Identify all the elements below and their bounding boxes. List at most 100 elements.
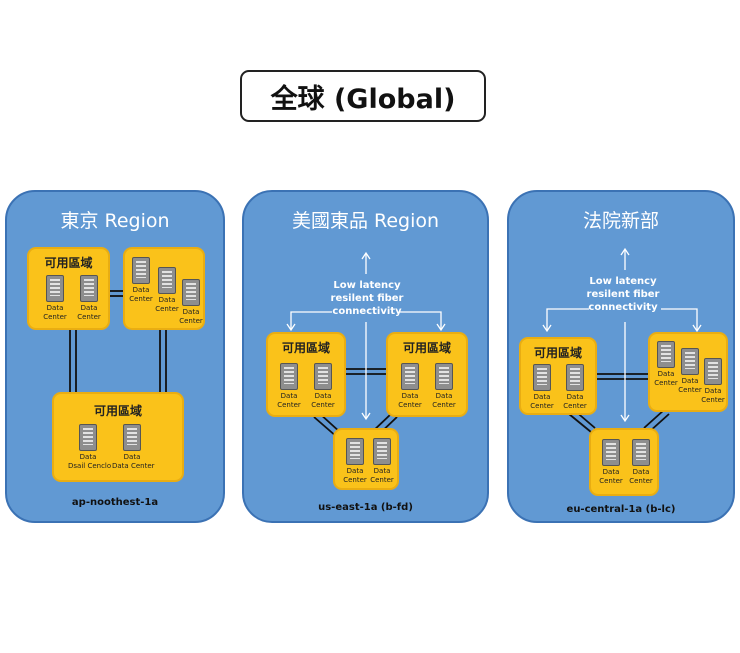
server-icon [123,424,141,451]
dc-label: Center [701,396,725,404]
server-icon [79,424,97,451]
server-icon [46,275,64,302]
dc-label: Center [629,477,653,485]
server-icon [80,275,98,302]
region-title: 美國東品 Region [291,210,440,232]
dc-label: Center [43,313,67,321]
zone-label: 可用區域 [533,346,582,360]
zone-label: 可用區域 [44,256,93,270]
server-icon [533,364,551,391]
server-icon [182,279,200,306]
region-id: ap-noothest-1a [71,497,159,508]
dc-label: Data [80,304,98,312]
dc-label: Data [435,392,453,400]
server-icon [657,341,675,368]
region-id: us-east-1a (b-fd) [318,502,413,513]
dc-label: Center [398,401,422,409]
zone-label: 可用區域 [402,341,451,355]
zone-label: 可用區域 [281,341,330,355]
dc-label: Center [129,295,153,303]
server-icon [602,439,620,466]
dc-label: Data [280,392,298,400]
server-icon [132,257,150,284]
dc-label: Data [314,392,332,400]
dc-label: Center [155,305,179,313]
region-title: 東京 Region [60,210,170,232]
dc-label: Center [599,477,623,485]
dc-label: Data [566,393,584,401]
dc-label: Center [654,379,678,387]
zone-label: 可用區域 [93,404,142,418]
dc-label: Data [602,468,620,476]
dc-label: Data [132,286,150,294]
dc-label: Center [370,476,394,484]
dc-label: Data [79,453,97,461]
server-icon [373,438,391,465]
dc-label: Center [179,317,203,325]
dc-label: Data [182,308,200,316]
dc-label: Center [432,401,456,409]
global-title: 全球 (Global) [240,70,486,122]
interconnect-links [69,290,167,396]
dc-label: Center [311,401,335,409]
dc-label: Data [123,453,141,461]
dc-label: Center [77,313,101,321]
dc-label: Data [346,467,364,475]
dc-label: Center [678,386,702,394]
server-icon [566,364,584,391]
interconnect-links [542,247,702,433]
server-icon [158,267,176,294]
region-id: eu-central-1a (b-lc) [566,504,676,515]
server-icon [280,363,298,390]
dc-label: Data [401,392,419,400]
dc-label: Center [563,402,587,410]
dc-label: Data [158,296,176,304]
dc-label: Data [533,393,551,401]
dc-label: Data Center [112,462,155,470]
server-icon [704,358,722,385]
dc-label: Center [277,401,301,409]
server-icon [401,363,419,390]
dc-label: Data [681,377,699,385]
server-icon [346,438,364,465]
server-icon [632,439,650,466]
server-icon [314,363,332,390]
server-icon [435,363,453,390]
dc-label: Center [343,476,367,484]
dc-label: Center [530,402,554,410]
dc-label: Data [373,467,391,475]
dc-label: Dsail Cenclo [68,462,112,470]
